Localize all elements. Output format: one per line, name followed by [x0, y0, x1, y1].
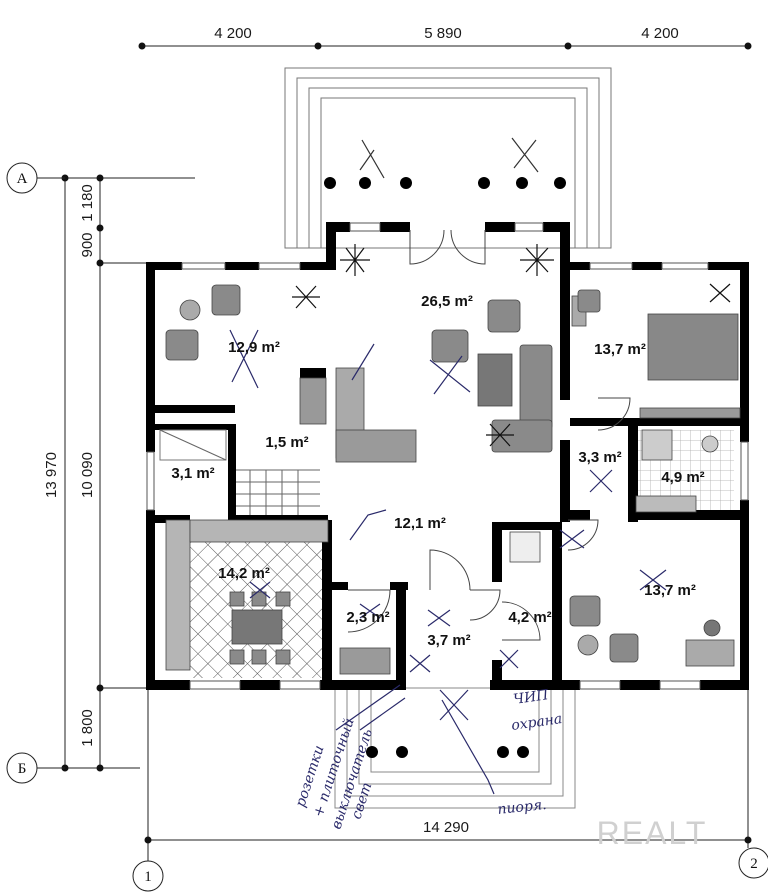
note-bottom: пиоря. [497, 797, 548, 818]
note-chip: ЧИП [512, 687, 550, 708]
svg-text:Б: Б [18, 761, 27, 777]
dim-dot [144, 836, 152, 844]
dim-top-1: 4 200 [214, 25, 252, 42]
dim-dot [744, 42, 752, 50]
axis-1: 1 [132, 860, 164, 892]
bottom-porch [334, 687, 576, 809]
room-area-living: 26,5 m² [421, 293, 473, 310]
room-area-bath: 4,9 m² [661, 469, 704, 486]
furniture [165, 284, 741, 675]
room-area-small-left: 3,1 m² [171, 465, 214, 482]
axis-b: Б [6, 752, 65, 784]
dim-dot [96, 174, 104, 182]
dim-left-top-b: 1 180 [79, 184, 96, 222]
axis-a: А [6, 162, 65, 194]
dim-dot [564, 42, 572, 50]
room-area-entry: 3,7 m² [427, 632, 470, 649]
terrace-door [409, 229, 486, 265]
dim-dot [96, 764, 104, 772]
axis-2: 2 [738, 847, 768, 879]
dim-dot [314, 42, 322, 50]
svg-text:А: А [17, 171, 28, 187]
top-terrace [284, 67, 612, 249]
svg-text:1: 1 [144, 869, 152, 885]
dim-left-bottom: 1 800 [79, 709, 96, 747]
dim-dot [744, 836, 752, 844]
porch-columns [366, 746, 529, 758]
room-area-bedroom-bottom: 13,7 m² [644, 582, 696, 599]
dim-dot [138, 42, 146, 50]
dim-top-2: 5 890 [424, 25, 462, 42]
room-area-bedroom-top: 13,7 m² [594, 341, 646, 358]
dim-dot [96, 224, 104, 232]
dim-dot [96, 684, 104, 692]
dim-left-inner: 10 090 [79, 452, 96, 498]
room-area-wc: 2,3 m² [346, 609, 389, 626]
dim-dot [96, 259, 104, 267]
dim-left-top-a: 900 [79, 232, 96, 257]
watermark: REALT [597, 815, 708, 851]
plants [292, 244, 731, 447]
dim-top-3: 4 200 [641, 25, 679, 42]
dim-left-total: 13 970 [43, 452, 60, 498]
room-area-kitchen: 14,2 m² [218, 565, 270, 582]
dim-bottom: 14 290 [423, 819, 469, 836]
svg-text:2: 2 [750, 856, 758, 872]
handwritten-marks [229, 329, 667, 795]
room-area-corridor: 12,1 m² [394, 515, 446, 532]
terrace-marks [359, 137, 539, 179]
room-area-closet: 4,2 m² [508, 609, 551, 626]
note-security: охрана [510, 711, 563, 734]
room-area-hall-right: 3,3 m² [578, 449, 621, 466]
exterior-walls [146, 222, 749, 690]
stairs [159, 429, 320, 515]
terrace-columns [324, 177, 566, 189]
windows [146, 222, 749, 690]
room-area-small-stair: 1,5 m² [265, 434, 308, 451]
room-area-left-room: 12,9 m² [228, 339, 280, 356]
